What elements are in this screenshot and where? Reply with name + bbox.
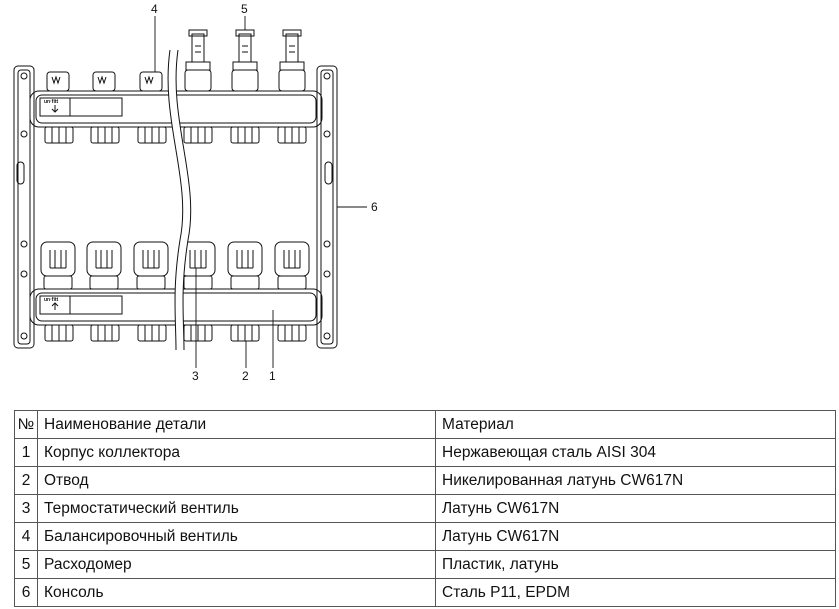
row-part-name: Балансировочный вентиль (37, 522, 436, 551)
flowmeters (184, 29, 306, 92)
row-number: 6 (14, 578, 38, 607)
brand-mark-lower: un·fitt (44, 297, 58, 303)
parts-table: № Наименование детали Материал 1 Корпус … (14, 410, 836, 607)
callout-3: 3 (192, 369, 199, 383)
callout-4: 4 (151, 2, 158, 16)
row-material: Пластик, латунь (435, 550, 836, 579)
row-material: Нержавеющая сталь AISI 304 (435, 438, 836, 467)
table-row: 6 Консоль Сталь P11, EPDM (14, 578, 836, 607)
row-number: 1 (14, 438, 38, 467)
row-number: 3 (14, 494, 38, 523)
right-bracket (316, 65, 338, 349)
table-row: 2 Отвод Никелированная латунь CW617N (14, 466, 836, 495)
row-part-name: Расходомер (37, 550, 436, 579)
table-row: 4 Балансировочный вентиль Латунь CW617N (14, 522, 836, 551)
table-row: 3 Термостатический вентиль Латунь CW617N (14, 494, 836, 523)
thermostatic-valves (40, 241, 310, 290)
header-material: Материал (435, 410, 836, 439)
upper-outlets (44, 126, 307, 144)
row-number: 2 (14, 466, 38, 495)
leader-lines (154, 16, 367, 368)
row-material: Никелированная латунь CW617N (435, 466, 836, 495)
row-number: 4 (14, 522, 38, 551)
table-row: 5 Расходомер Пластик, латунь (14, 550, 836, 579)
row-material: Латунь CW617N (435, 522, 836, 551)
header-number: № (14, 410, 38, 439)
callout-5: 5 (241, 2, 248, 16)
table-header-row: № Наименование детали Материал (14, 410, 836, 439)
balancing-valve-caps (46, 71, 163, 92)
row-number: 5 (14, 550, 38, 579)
row-part-name: Термостатический вентиль (37, 494, 436, 523)
manifold-drawing: un·fitt un·fitt (13, 2, 378, 383)
callout-6: 6 (371, 200, 378, 214)
row-part-name: Корпус коллектора (37, 438, 436, 467)
left-bracket (13, 65, 35, 349)
callout-2: 2 (242, 369, 249, 383)
row-part-name: Отвод (37, 466, 436, 495)
lower-outlets (44, 324, 307, 342)
callout-1: 1 (269, 369, 276, 383)
header-part-name: Наименование детали (37, 410, 436, 439)
table-row: 1 Корпус коллектора Нержавеющая сталь AI… (14, 438, 836, 467)
row-part-name: Консоль (37, 578, 436, 607)
brand-mark-upper: un·fitt (44, 99, 58, 105)
row-material: Латунь CW617N (435, 494, 836, 523)
row-material: Сталь P11, EPDM (435, 578, 836, 607)
break-lines (167, 49, 192, 351)
